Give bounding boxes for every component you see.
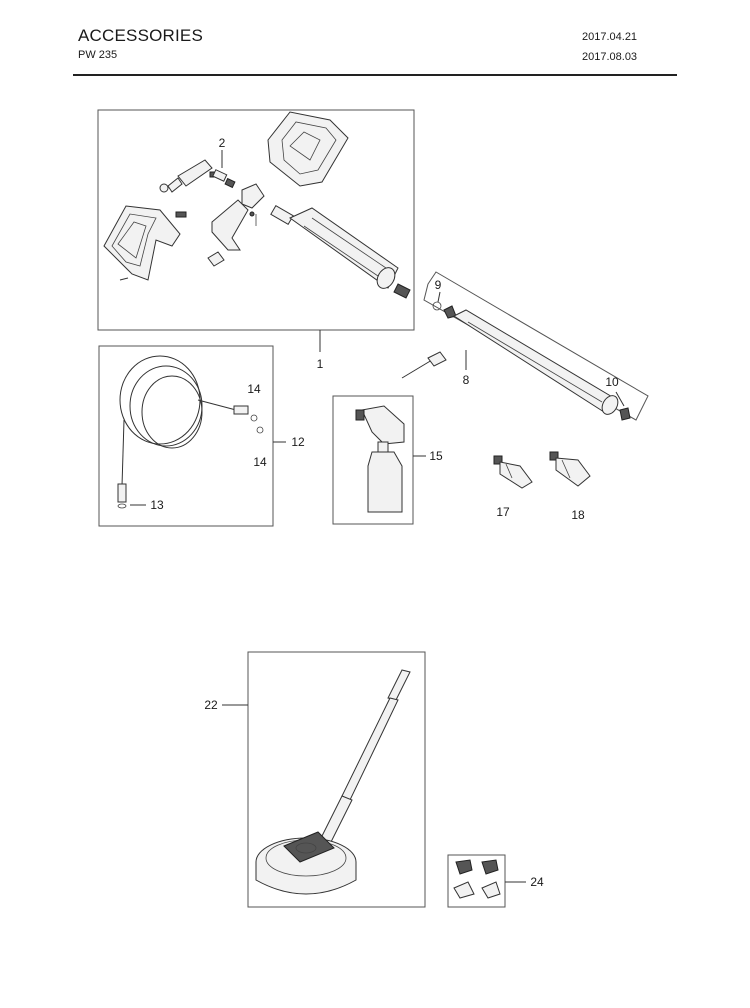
extension-lance-group <box>423 271 649 421</box>
hose-coil <box>119 355 237 487</box>
callout-15: 15 <box>429 449 443 463</box>
patio-cleaner-handle <box>319 669 411 845</box>
callout-18: 18 <box>571 508 585 522</box>
model-number: PW 235 <box>78 49 118 61</box>
trigger-lock <box>211 183 265 251</box>
nozzle-18 <box>549 451 591 487</box>
gun-housing-half <box>267 111 349 187</box>
gun-barrel <box>270 204 411 299</box>
nozzle-17 <box>493 455 533 489</box>
nozzle-cleaning-needle <box>401 351 447 379</box>
date-issued: 2017.04.21 <box>582 31 638 43</box>
valve-kit-parts <box>212 150 236 189</box>
callout-1: 1 <box>317 357 324 371</box>
spray-gun-box <box>97 109 415 331</box>
patio-cleaner-box <box>247 651 426 908</box>
callout-22: 22 <box>204 698 218 712</box>
hose-end-fitting <box>233 405 249 415</box>
connector-set-box <box>447 854 506 908</box>
callout-leader-9 <box>437 291 441 303</box>
callout-14-lower: 14 <box>253 455 267 469</box>
connector-3 <box>453 881 475 899</box>
gun-handle-half <box>103 205 181 281</box>
callout-10: 10 <box>605 375 619 389</box>
callout-17: 17 <box>496 505 510 519</box>
foam-bottle-group <box>332 395 426 525</box>
callout-2: 2 <box>219 136 226 150</box>
callout-24: 24 <box>530 875 544 889</box>
header-rule <box>73 74 677 76</box>
connector-4 <box>481 881 501 899</box>
trigger-clip <box>175 211 187 218</box>
callout-8: 8 <box>463 373 470 387</box>
date-revised: 2017.08.03 <box>582 51 638 63</box>
patio-cleaner-group <box>222 651 426 908</box>
page-title: ACCESSORIES <box>78 26 204 45</box>
connector-2 <box>481 859 499 875</box>
extension-lance-box <box>423 271 649 421</box>
valve-stem <box>159 159 219 193</box>
callout-14-upper: 14 <box>247 382 261 396</box>
patio-cleaner-head <box>255 831 357 895</box>
hose-box <box>98 345 274 527</box>
connector-1 <box>455 859 473 875</box>
hose-gun-fitting <box>117 483 127 503</box>
spray-gun-assembly-group <box>97 109 415 352</box>
hose-group <box>98 345 286 527</box>
callout-leader-10 <box>615 391 625 407</box>
callout-13: 13 <box>150 498 164 512</box>
callout-12: 12 <box>291 435 305 449</box>
hose-clip <box>207 251 225 267</box>
foam-bottle-box <box>332 395 414 525</box>
callout-9: 9 <box>435 278 442 292</box>
foam-bottle-head <box>361 405 405 445</box>
connector-set-group <box>447 854 526 908</box>
foam-bottle-body <box>367 451 403 513</box>
